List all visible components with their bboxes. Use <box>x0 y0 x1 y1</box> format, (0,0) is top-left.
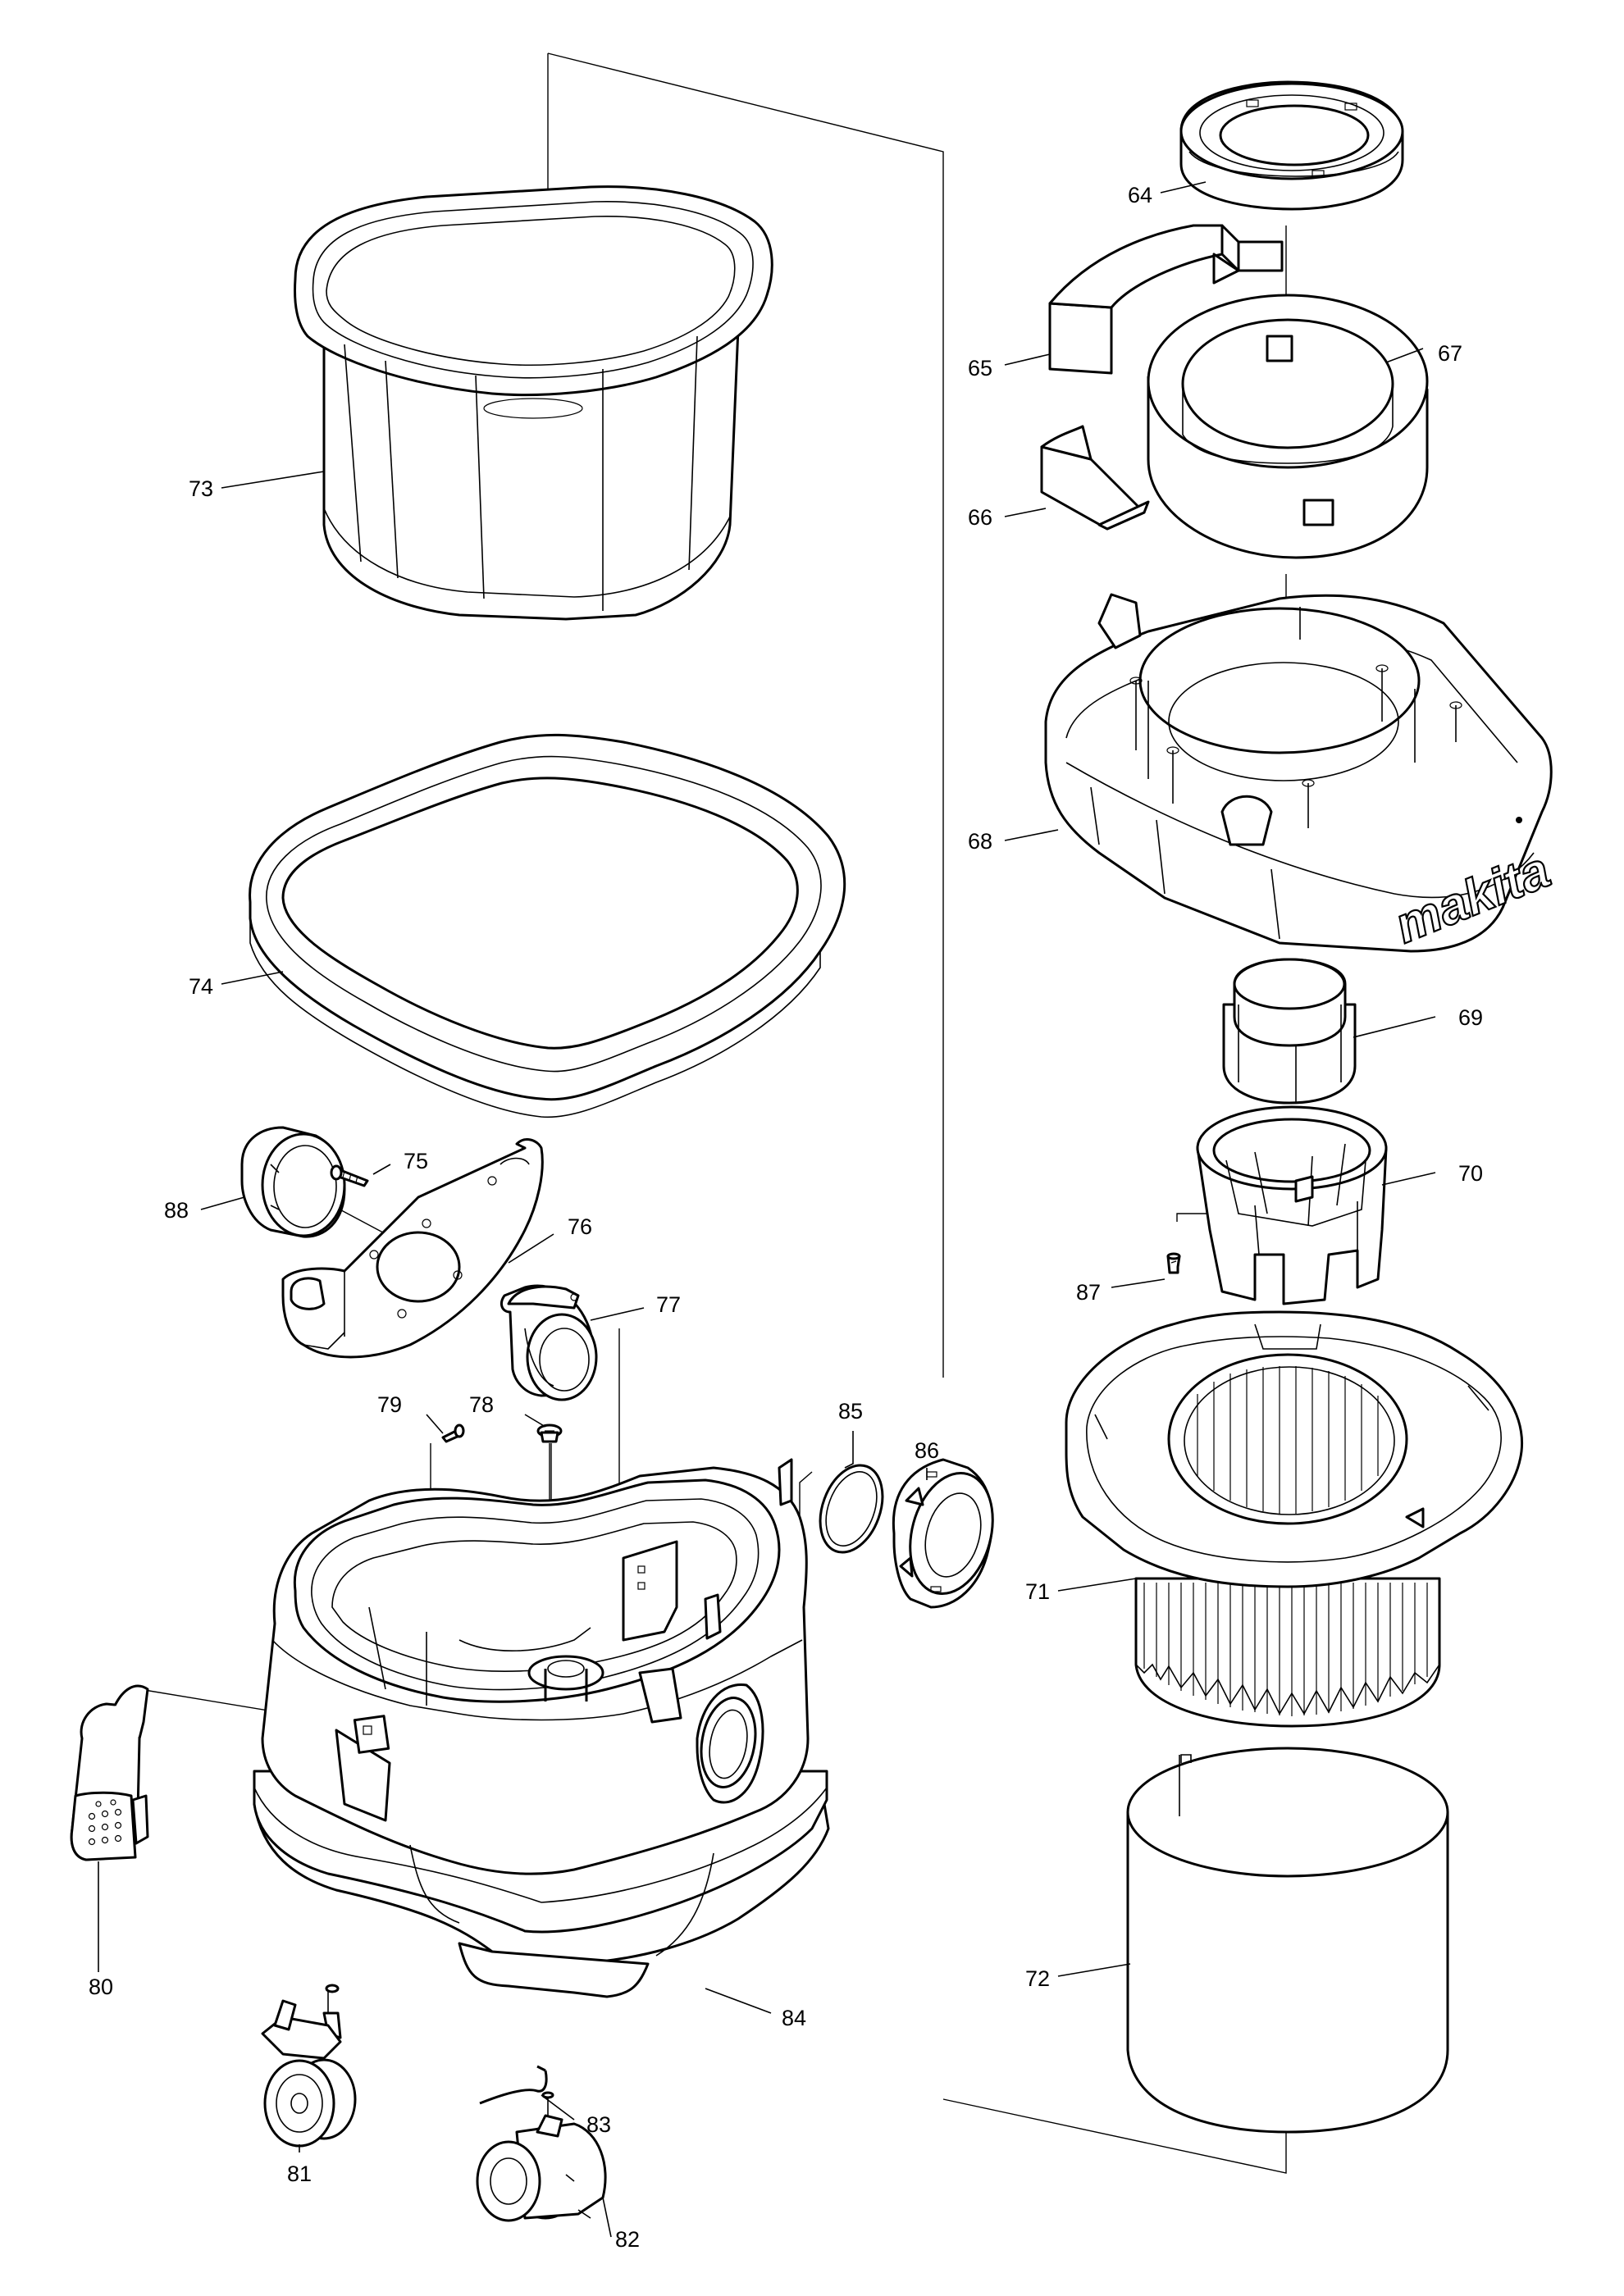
filter-pleats <box>1143 1583 1428 1716</box>
part-83-wire-clip <box>479 2065 548 2105</box>
label-68: 68 <box>968 829 992 854</box>
label-80: 80 <box>89 1975 113 1999</box>
label-81: 81 <box>287 2162 312 2186</box>
part-69-cap <box>1222 958 1357 1105</box>
part-73-dust-bucket <box>294 185 773 621</box>
label-88: 88 <box>164 1198 189 1223</box>
part-71-pleated-filter <box>1065 1310 1524 1728</box>
label-66: 66 <box>968 505 992 530</box>
label-76: 76 <box>568 1214 592 1239</box>
label-85: 85 <box>838 1399 863 1424</box>
label-79: 79 <box>377 1392 402 1417</box>
part-84-tank-body <box>253 1458 830 1998</box>
label-78: 78 <box>469 1392 494 1417</box>
label-70: 70 <box>1458 1161 1483 1186</box>
label-65: 65 <box>968 356 992 380</box>
label-86: 86 <box>915 1438 939 1463</box>
latch-grip-dots <box>88 1799 122 1846</box>
part-78-plug <box>536 1424 563 1443</box>
part-68-lid: makita <box>1044 593 1558 955</box>
part-76-deflector-plate <box>281 1138 544 1359</box>
part-70-fan-basket <box>1196 1105 1388 1305</box>
label-67: 67 <box>1438 341 1462 366</box>
label-83: 83 <box>586 2112 611 2137</box>
label-82: 82 <box>615 2227 640 2252</box>
label-74: 74 <box>189 974 213 999</box>
part-77-inlet-valve <box>500 1284 598 1401</box>
part-87-screw <box>1166 1252 1181 1274</box>
filter-inner-pleats <box>1197 1366 1379 1514</box>
label-75: 75 <box>404 1149 428 1173</box>
part-labels: 64 65 66 67 68 69 70 87 71 72 73 74 75 8… <box>89 183 1483 2252</box>
part-66-foam-wedge <box>1040 425 1150 531</box>
part-88-connector-ring <box>240 1126 346 1238</box>
label-77: 77 <box>656 1292 681 1317</box>
part-81-caster-wheel <box>261 1984 357 2148</box>
label-72: 72 <box>1025 1966 1050 1991</box>
part-82-caster-wheel <box>476 2091 607 2222</box>
part-74-gasket-frame <box>249 733 846 1118</box>
part-65-foam-block <box>1048 224 1284 375</box>
label-84: 84 <box>782 2006 806 2030</box>
label-64: 64 <box>1128 183 1152 207</box>
part-80-latch <box>70 1684 149 1861</box>
part-85-o-ring <box>819 1464 884 1554</box>
label-87: 87 <box>1076 1280 1101 1305</box>
part-72-filter-sleeve <box>1126 1747 1449 2134</box>
part-64-seal-ring <box>1179 80 1404 211</box>
label-73: 73 <box>189 476 213 501</box>
label-69: 69 <box>1458 1005 1483 1030</box>
leader-lines <box>98 181 1436 2238</box>
part-86-connector-nut <box>892 1458 994 1609</box>
part-79-screw <box>441 1424 465 1443</box>
label-71: 71 <box>1025 1579 1050 1604</box>
part-67-foam-ring <box>1147 294 1429 559</box>
part-75-screw <box>330 1164 369 1187</box>
